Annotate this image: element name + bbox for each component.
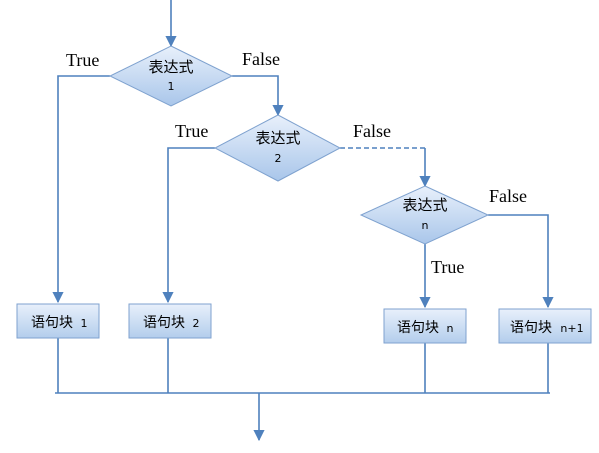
block-n1-label: 语句块	[510, 320, 552, 336]
block-n: 语句块 n	[383, 308, 467, 344]
block-n-sub: n	[447, 322, 454, 335]
block-1-label: 语句块	[31, 315, 73, 331]
decision-2-label: 表达式	[255, 129, 300, 147]
decision-n-false-path	[488, 214, 554, 309]
decision-n-true-label: True	[431, 257, 464, 277]
decision-1-sub: 1	[168, 80, 175, 93]
decision-2-shape	[213, 114, 342, 182]
block-1-sub: 1	[81, 317, 88, 330]
decision-1-false-path	[232, 75, 284, 117]
connectors	[52, 0, 554, 442]
decision-1: 表达式 1	[108, 45, 234, 107]
decision-n-label: 表达式	[402, 196, 447, 214]
decision-1-true-label: True	[66, 50, 99, 70]
branch-labels: True False True False True False	[66, 49, 527, 277]
decision-1-shape	[108, 45, 234, 107]
decision-n-shape	[359, 185, 490, 245]
decision-n-false-label: False	[489, 186, 527, 206]
block-2-label: 语句块	[143, 315, 185, 331]
block-n-label: 语句块	[397, 320, 439, 336]
decision-2-true-label: True	[175, 121, 208, 141]
block-n-shape	[383, 308, 467, 344]
block-n1-shape	[498, 308, 592, 344]
block-2-shape	[128, 303, 212, 339]
decision-2: 表达式 2	[213, 114, 342, 182]
block-2: 语句块 2	[128, 303, 212, 339]
decision-1-true-path	[52, 75, 110, 304]
decision-2-true-path	[162, 147, 215, 304]
decision-1-false-label: False	[242, 49, 280, 69]
block-1: 语句块 1	[16, 303, 100, 339]
decision-n: 表达式 n	[359, 185, 490, 245]
block-1-shape	[16, 303, 100, 339]
decision-1-label: 表达式	[148, 58, 193, 76]
block-n1: 语句块 n+1	[498, 308, 592, 344]
decision-n-sub: n	[422, 219, 429, 232]
decision-2-false-label: False	[353, 121, 391, 141]
decision-2-sub: 2	[275, 152, 282, 165]
block-2-sub: 2	[193, 317, 200, 330]
block-n1-sub: n+1	[560, 322, 583, 335]
